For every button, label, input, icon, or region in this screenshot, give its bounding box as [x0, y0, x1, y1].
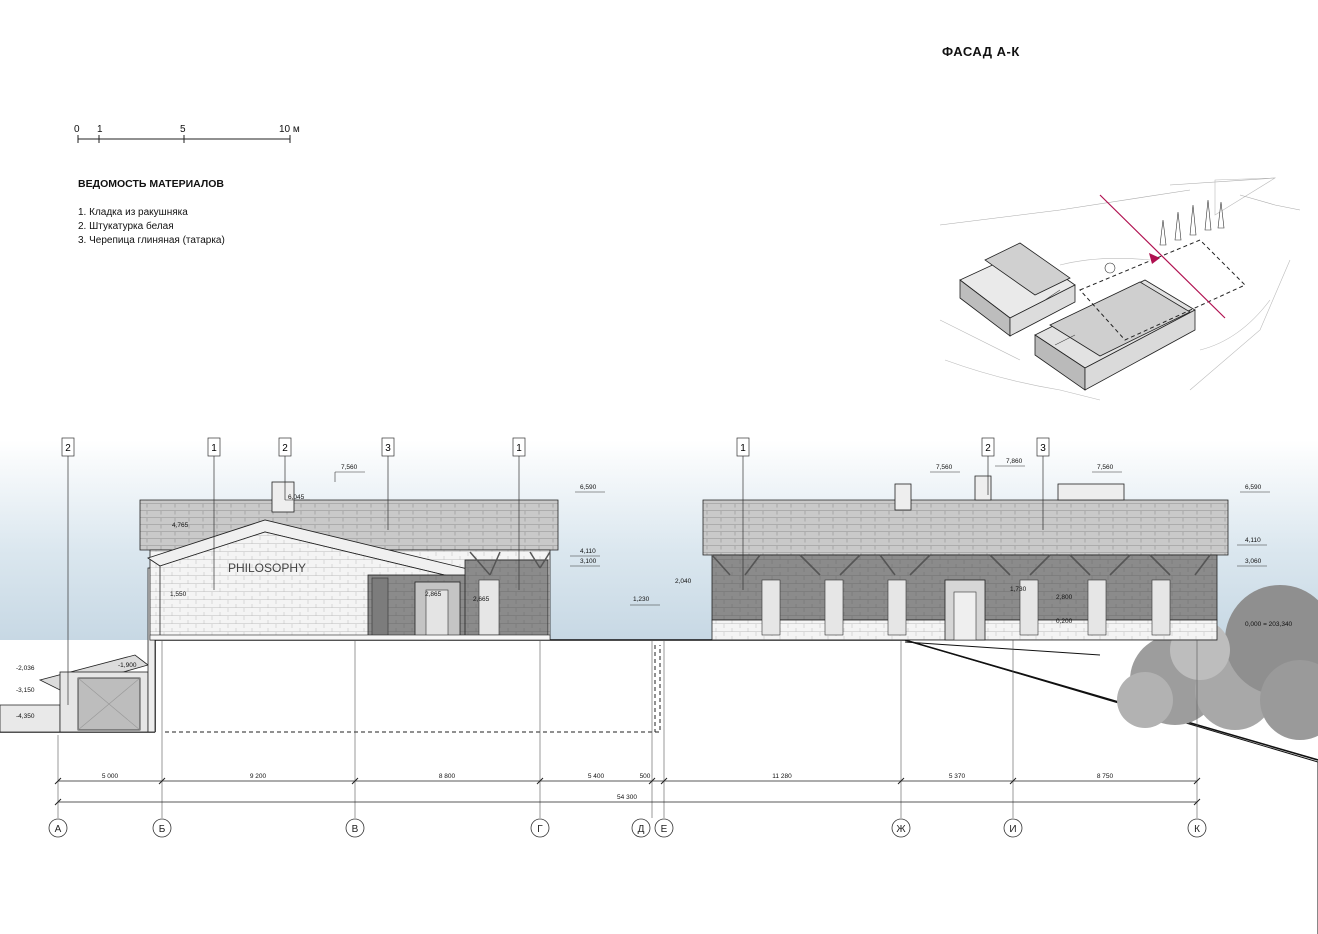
scale-label-1: 1: [97, 124, 103, 135]
material-tag: 3: [385, 443, 391, 454]
elevation-mark: 6,590: [580, 484, 597, 491]
dimension-label: 500: [640, 773, 651, 780]
dimension-label: 5 370: [949, 773, 966, 780]
axis-label: В: [352, 824, 359, 835]
elevation-mark: 6,045: [288, 494, 305, 501]
axis-label: К: [1194, 824, 1200, 835]
material-tag: 1: [211, 443, 217, 454]
scale-label-5: 5: [180, 124, 186, 135]
elevation-mark: 2,665: [473, 596, 490, 603]
dimension-label: 9 200: [250, 773, 267, 780]
left-building: PHILOSOPHY: [0, 481, 559, 733]
elevation-mark: -2,036: [16, 665, 35, 672]
elevation-mark: 6,590: [1245, 484, 1262, 491]
elevation-mark: 2,800: [1056, 594, 1073, 601]
elevation-mark: 2,865: [425, 591, 442, 598]
elevation-mark: 0,000 = 203,340: [1245, 621, 1293, 628]
key-plan: [939, 177, 1301, 401]
material-tag: 2: [65, 443, 71, 454]
elevation-mark: -1,900: [118, 662, 137, 669]
elevation-mark: -3,150: [16, 687, 35, 694]
material-tag: 1: [516, 443, 522, 454]
elevation-mark: 4,110: [580, 548, 596, 555]
elevation-mark: 1,230: [633, 596, 650, 603]
elevation-mark: 3,100: [580, 558, 597, 565]
axis-label: Г: [537, 824, 543, 835]
axis-label: И: [1009, 824, 1016, 835]
dimension-label: 8 750: [1097, 773, 1114, 780]
elevation-mark: 4,765: [172, 522, 189, 529]
dimension-label: 11 280: [772, 773, 792, 780]
axis-label: А: [55, 824, 62, 835]
axis-label: Ж: [896, 824, 906, 835]
axis-label: Б: [159, 824, 166, 835]
elevation-mark: 3,060: [1245, 558, 1262, 565]
material-item: 2. Штукатурка белая: [78, 221, 174, 232]
material-item: 1. Кладка из ракушняка: [78, 207, 188, 218]
material-tag: 2: [282, 443, 288, 454]
right-building: [702, 475, 1229, 641]
elevation-mark: 7,860: [1006, 458, 1023, 465]
dimension-label: 8 800: [439, 773, 456, 780]
material-tag: 3: [1040, 443, 1046, 454]
material-tag: 1: [740, 443, 746, 454]
materials-title: ВЕДОМОСТЬ МАТЕРИАЛОВ: [78, 178, 224, 190]
material-tag: 2: [985, 443, 991, 454]
dimension-label: 5 000: [102, 773, 119, 780]
scale-bar: [77, 135, 291, 143]
axis-label: Д: [638, 824, 645, 835]
elevation-mark: 7,560: [936, 464, 953, 471]
dimension-label: 5 400: [588, 773, 605, 780]
elevation-mark: 1,730: [1010, 586, 1027, 593]
material-item: 3. Черепица глиняная (татарка): [78, 235, 225, 246]
axis-label: Е: [661, 824, 668, 835]
drawing-title: ФАСАД А-К: [942, 44, 1020, 59]
elevation-mark: -4,350: [16, 713, 35, 720]
ground-line: [0, 639, 1318, 934]
scale-label-0: 0: [74, 124, 80, 135]
scale-label-10: 10 м: [279, 124, 300, 135]
elevation-mark: 7,560: [1097, 464, 1114, 471]
facade-sign: PHILOSOPHY: [228, 561, 306, 575]
dimension-total: 54 300: [617, 794, 637, 801]
elevation-mark: 4,110: [1245, 537, 1261, 544]
elevation-mark: 2,040: [675, 578, 692, 585]
elevation-mark: 1,550: [170, 591, 187, 598]
elevation-mark: 7,560: [341, 464, 358, 471]
elevation-mark: 0,200: [1056, 618, 1073, 625]
